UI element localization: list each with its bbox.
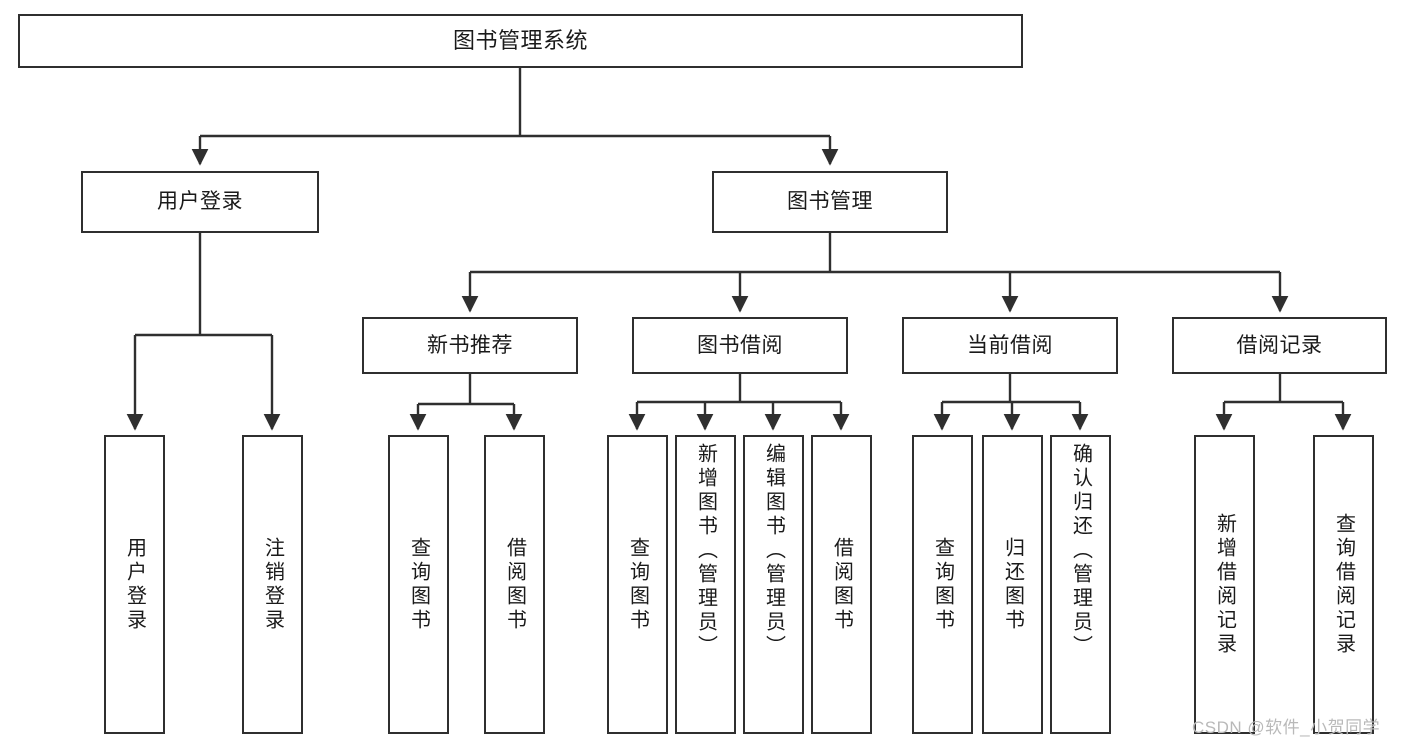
node-root-label: 图书管理系统: [452, 27, 588, 53]
node-new-book-rec[interactable]: 新书推荐: [362, 317, 578, 374]
node-leaf-query-book-borrow[interactable]: 查询图书: [607, 435, 668, 734]
node-leaf-query-book-rec[interactable]: 查询图书: [388, 435, 449, 734]
node-leaf-confirm-return[interactable]: 确认归还（管理员）: [1050, 435, 1111, 734]
node-leaf-return-book-label: 归还图书: [1001, 536, 1024, 633]
node-leaf-borrow-book[interactable]: 借阅图书: [811, 435, 872, 734]
node-book-manage[interactable]: 图书管理: [712, 171, 948, 233]
node-leaf-user-login[interactable]: 用户登录: [104, 435, 165, 734]
node-book-manage-label: 图书管理: [787, 190, 873, 214]
node-book-borrow-label: 图书借阅: [697, 333, 783, 357]
node-current-borrow[interactable]: 当前借阅: [902, 317, 1118, 374]
csdn-watermark: CSDN @软件_小贺同学: [1192, 718, 1381, 737]
node-leaf-add-record-label: 新增借阅记录: [1213, 512, 1236, 657]
node-new-book-rec-label: 新书推荐: [427, 333, 513, 357]
node-borrow-record-label: 借阅记录: [1236, 333, 1323, 357]
node-leaf-borrow-book-rec-label: 借阅图书: [503, 536, 526, 633]
node-leaf-edit-book[interactable]: 编辑图书（管理员）: [743, 435, 804, 734]
node-leaf-query-book-rec-label: 查询图书: [407, 536, 430, 633]
node-leaf-confirm-return-label: 确认归还（管理员）: [1069, 443, 1092, 659]
node-leaf-borrow-book-label: 借阅图书: [830, 536, 853, 633]
node-leaf-logout-label: 注销登录: [261, 536, 284, 633]
node-user-login[interactable]: 用户登录: [81, 171, 319, 233]
node-leaf-query-book-borrow-label: 查询图书: [626, 536, 649, 633]
node-leaf-add-book-label: 新增图书（管理员）: [694, 443, 717, 659]
node-leaf-query-record-label: 查询借阅记录: [1332, 512, 1355, 657]
node-leaf-logout[interactable]: 注销登录: [242, 435, 303, 734]
node-borrow-record[interactable]: 借阅记录: [1172, 317, 1387, 374]
node-leaf-query-book-current[interactable]: 查询图书: [912, 435, 973, 734]
node-leaf-borrow-book-rec[interactable]: 借阅图书: [484, 435, 545, 734]
node-leaf-add-record[interactable]: 新增借阅记录: [1194, 435, 1255, 734]
node-leaf-query-record[interactable]: 查询借阅记录: [1313, 435, 1374, 734]
node-book-borrow[interactable]: 图书借阅: [632, 317, 848, 374]
node-leaf-add-book[interactable]: 新增图书（管理员）: [675, 435, 736, 734]
node-leaf-query-book-current-label: 查询图书: [931, 536, 954, 633]
node-leaf-edit-book-label: 编辑图书（管理员）: [762, 443, 785, 659]
node-current-borrow-label: 当前借阅: [967, 333, 1053, 357]
node-leaf-return-book[interactable]: 归还图书: [982, 435, 1043, 734]
node-root[interactable]: 图书管理系统: [18, 14, 1023, 68]
node-leaf-user-login-label: 用户登录: [123, 536, 146, 633]
node-user-login-label: 用户登录: [157, 190, 243, 214]
